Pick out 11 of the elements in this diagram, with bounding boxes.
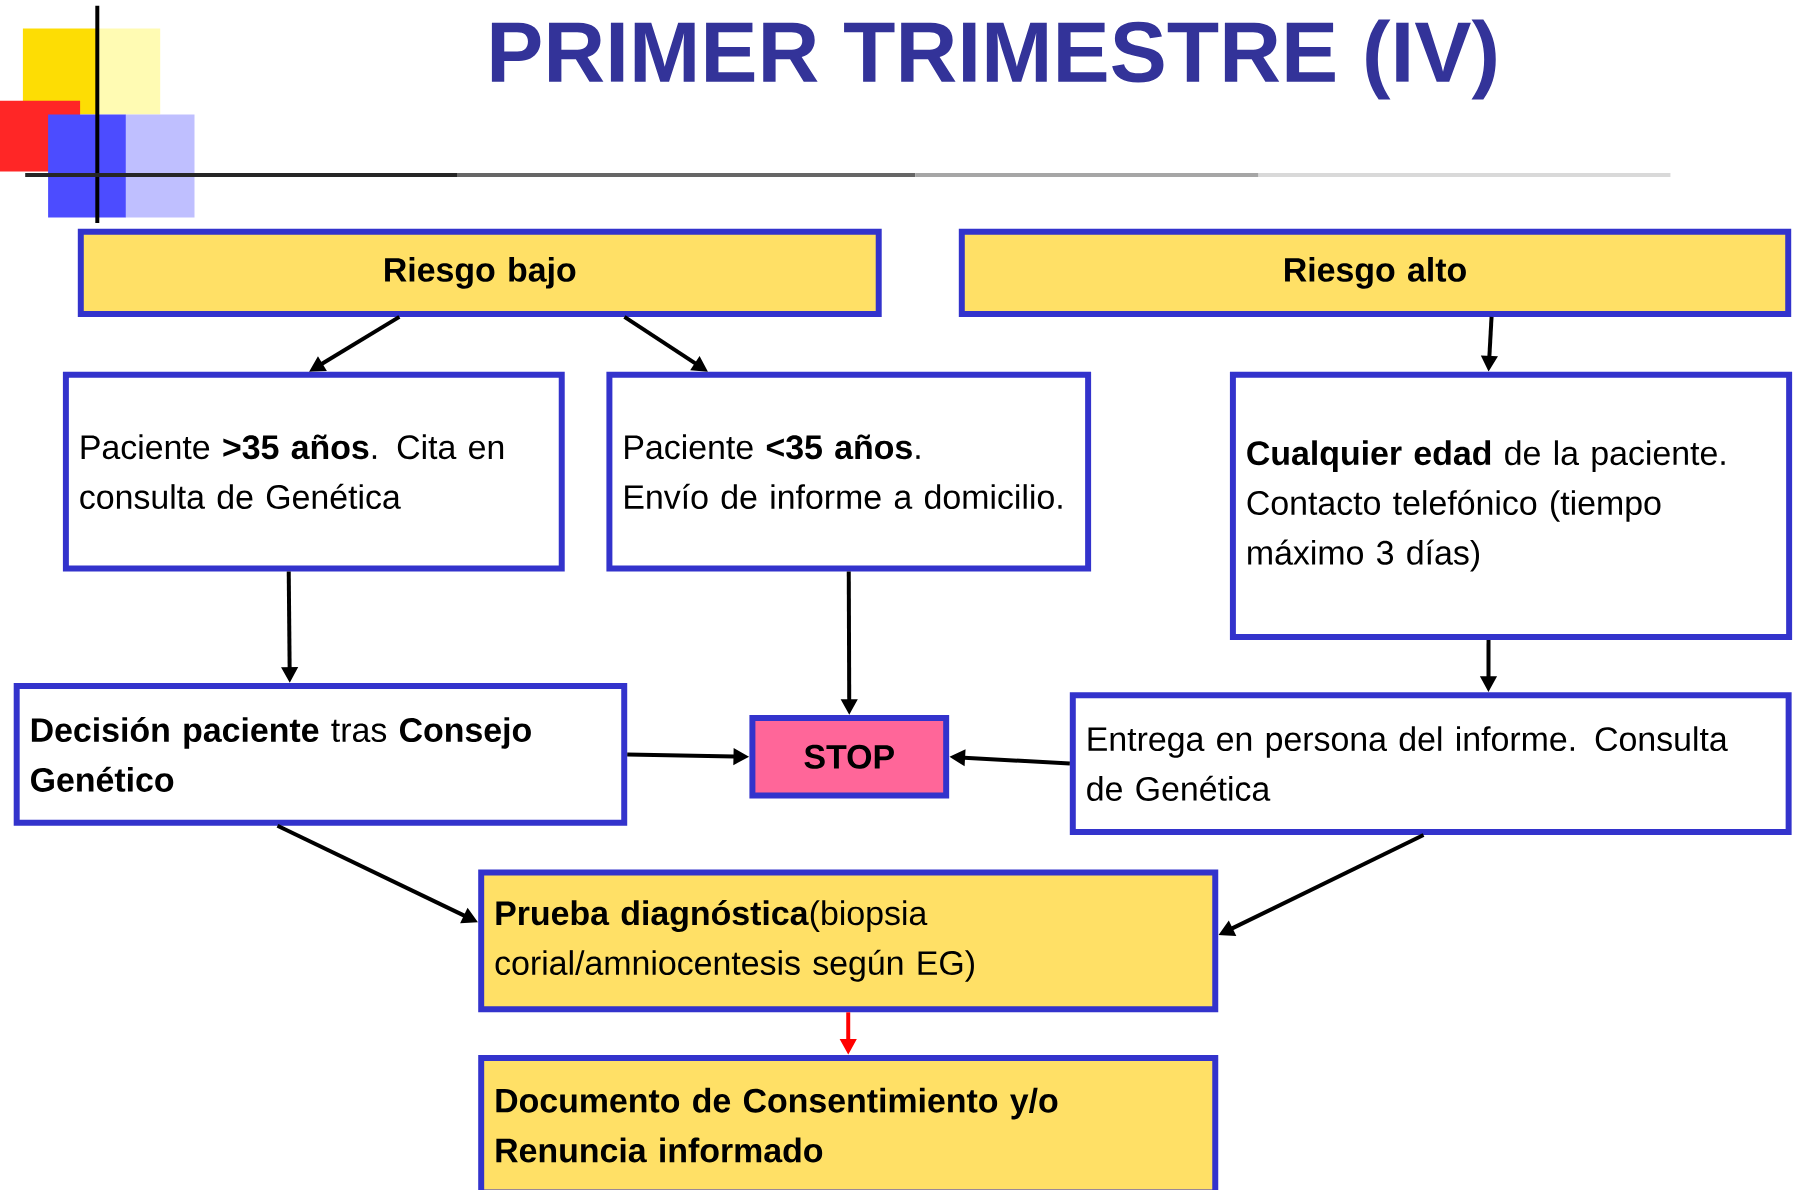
stop-box: STOP (749, 715, 950, 799)
process-box: Paciente >35 años. Cita en consulta de Genética (62, 371, 565, 572)
process-box: Prueba diagnóstica(biopsia corial/amniocentesis según EG) (478, 869, 1219, 1013)
title: PRIMER TRIMESTRE (IV) (491, 19, 1496, 100)
process-box: Entrega en persona del informe. Consulta de Genética (1069, 692, 1792, 835)
process-box: Cualquier edad de la paciente. Contacto telefónico (tiempo máximo 3 días) (1229, 371, 1793, 640)
heading-box: Riesgo alto (958, 228, 1792, 317)
process-box: Documento de Consentimiento y/o Renuncia informado (478, 1054, 1219, 1190)
heading-box: Riesgo bajo (77, 228, 882, 317)
process-box: Paciente <35 años. Envío de informe a domicilio. (606, 371, 1092, 572)
process-box: Decisión paciente tras Consejo Genético (13, 683, 628, 826)
